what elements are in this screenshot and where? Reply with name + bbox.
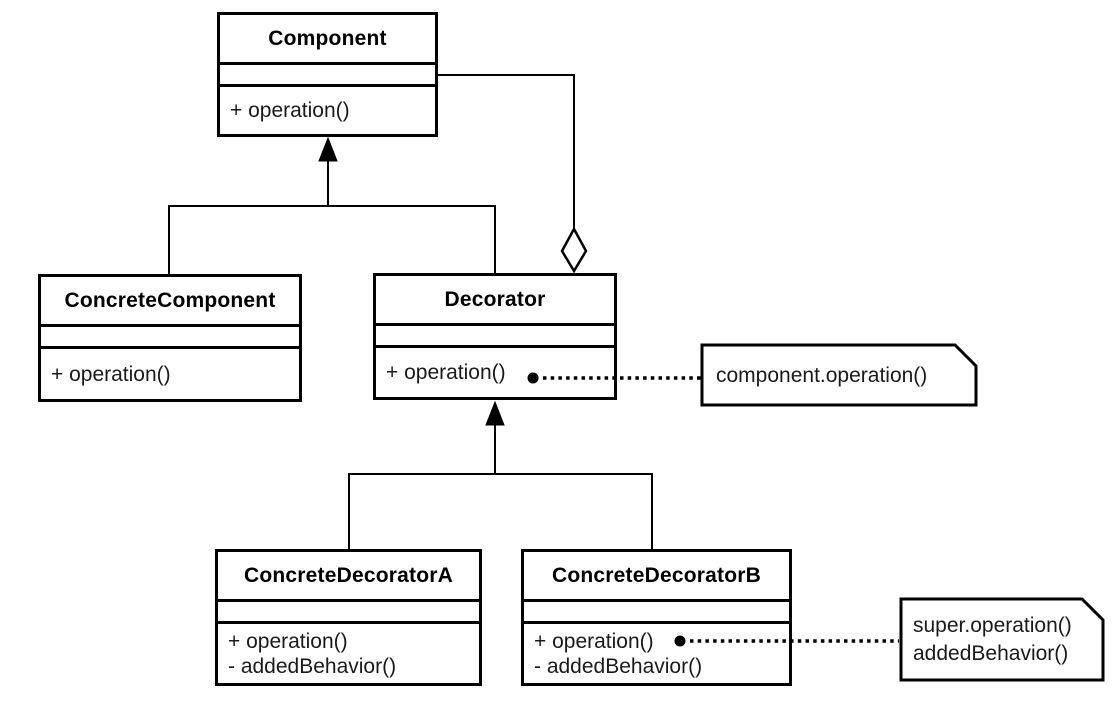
class-box-concrete-decorator-b: ConcreteDecoratorB + operation() - added… (521, 549, 792, 686)
note-line: super.operation() (913, 614, 1072, 637)
note-shape-super-operation (899, 597, 1105, 682)
class-box-decorator: Decorator + operation() (373, 273, 617, 400)
class-title-concrete-decorator-a: ConcreteDecoratorA (218, 552, 479, 602)
generalization-tree-top (168, 205, 496, 274)
class-methods-component: + operation() (220, 87, 435, 134)
method-label: + operation() (230, 99, 350, 122)
class-methods-concrete-decorator-a: + operation() - addedBehavior() (218, 624, 479, 683)
method-label: + operation() (228, 629, 348, 653)
class-attributes-concrete-decorator-b-empty (524, 602, 789, 624)
class-box-concrete-component: ConcreteComponent + operation() (38, 274, 302, 402)
class-attributes-concrete-component-empty (41, 327, 299, 349)
class-box-concrete-decorator-a: ConcreteDecoratorA + operation() - added… (215, 549, 482, 686)
class-title-concrete-component: ConcreteComponent (41, 277, 299, 327)
class-methods-concrete-component: + operation() (41, 349, 299, 399)
method-label: - addedBehavior() (228, 654, 397, 678)
class-attributes-concrete-decorator-a-empty (218, 602, 479, 624)
note-line: component.operation() (716, 363, 928, 387)
class-methods-decorator: + operation() (376, 348, 614, 397)
class-title-component: Component (220, 15, 435, 65)
class-title-decorator: Decorator (376, 276, 614, 326)
class-attributes-component-empty (220, 65, 435, 87)
note-component-operation: component.operation() (702, 345, 976, 406)
aggregation-elbow-line (438, 74, 575, 229)
note-line: addedBehavior() (913, 642, 1069, 665)
generalization-tree-bottom (348, 473, 653, 549)
note-shape-component-operation (700, 343, 978, 407)
method-label: + operation() (386, 361, 506, 384)
method-label: + operation() (51, 362, 171, 386)
class-box-component: Component + operation() (217, 12, 438, 137)
class-methods-concrete-decorator-b: + operation() - addedBehavior() (524, 624, 789, 683)
class-attributes-decorator-empty (376, 326, 614, 348)
arrowhead-icon-decorator (485, 400, 505, 426)
note-super-operation: super.operation() addedBehavior() (901, 599, 1103, 681)
method-label: + operation() (534, 629, 654, 653)
method-label: - addedBehavior() (534, 654, 703, 678)
class-title-concrete-decorator-b: ConcreteDecoratorB (524, 552, 789, 602)
aggregation-diamond-icon (560, 226, 588, 274)
arrowhead-icon-component (318, 136, 338, 162)
